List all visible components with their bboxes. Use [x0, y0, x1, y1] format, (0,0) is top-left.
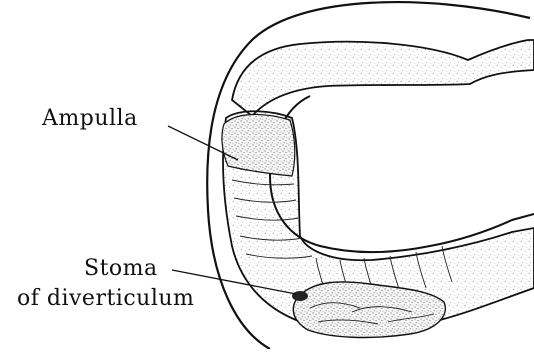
- stoma-label-line-2: of diverticulum: [17, 286, 194, 311]
- ampulla-region: [222, 114, 295, 176]
- stomach-segment: [232, 40, 534, 116]
- stoma-opening: [292, 291, 308, 301]
- inner-wall: [270, 96, 534, 252]
- ampulla-label: Ampulla: [42, 106, 138, 131]
- stoma-label-line-1: Stoma: [84, 256, 158, 281]
